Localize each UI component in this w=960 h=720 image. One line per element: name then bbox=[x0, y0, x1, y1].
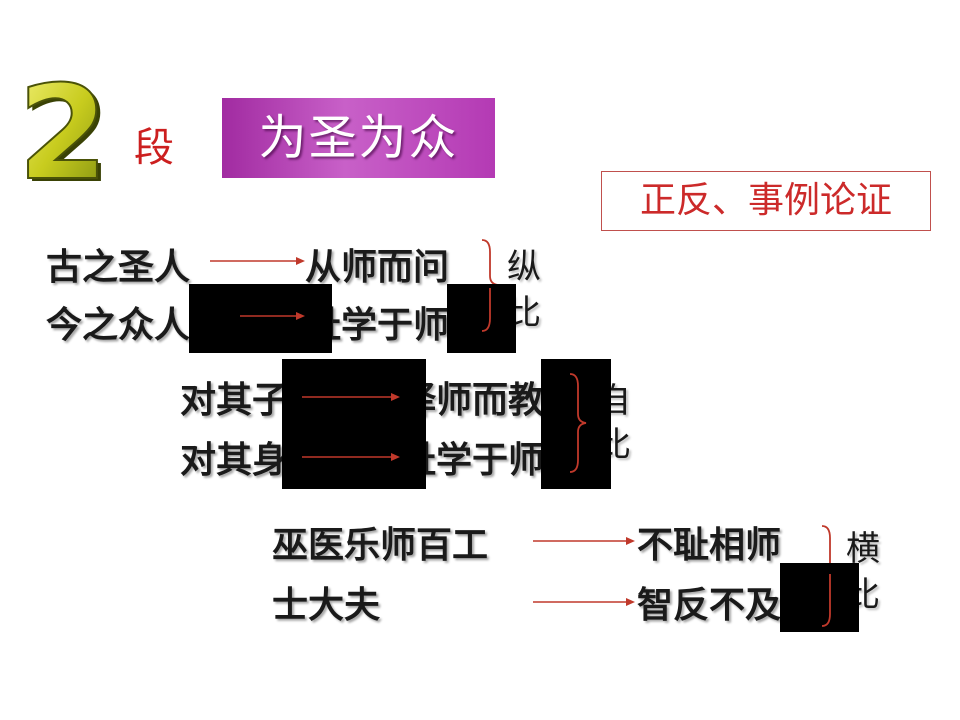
redaction-block bbox=[780, 563, 859, 632]
section-number-graphic: 2 2 bbox=[18, 70, 108, 188]
group3-row2-left: 士大夫 bbox=[272, 585, 381, 626]
group1-label-top: 纵 bbox=[507, 247, 541, 287]
section-number: 2 bbox=[18, 70, 108, 188]
section-title: 为圣为众 bbox=[222, 98, 495, 178]
redaction-block bbox=[189, 284, 332, 353]
redaction-block bbox=[447, 284, 516, 353]
section-suffix: 段 bbox=[134, 125, 174, 171]
group3-row1-left: 巫医乐师百工 bbox=[272, 525, 489, 566]
group1-row2-left: 今之众人 bbox=[46, 305, 191, 346]
group2-row2-arrow-overlay bbox=[302, 453, 400, 461]
group2-row1-arrow-overlay bbox=[302, 393, 400, 401]
group2-row2-left: 对其身 bbox=[180, 440, 289, 481]
group1-brace-overlay bbox=[481, 288, 491, 332]
group2-row1-left: 对其子 bbox=[180, 380, 289, 421]
group3-row2-right: 智反不及 bbox=[637, 585, 782, 626]
group1-row1-right: 从师而问 bbox=[305, 247, 450, 288]
group3-row1-right: 不耻相师 bbox=[637, 525, 782, 566]
method-box: 正反、事例论证 bbox=[601, 171, 931, 231]
group2-brace-overlay bbox=[569, 373, 587, 473]
group3-label-top: 横 bbox=[846, 529, 880, 569]
redaction-block bbox=[282, 359, 426, 489]
section-number-shadow: 2 bbox=[22, 70, 108, 188]
group1-row1-arrow bbox=[210, 257, 305, 265]
group1-row1-left: 古之圣人 bbox=[46, 247, 191, 288]
group1-row2-arrow-overlay bbox=[240, 312, 305, 320]
group3-row2-arrow bbox=[533, 598, 635, 606]
group3-row1-arrow bbox=[533, 537, 635, 545]
group3-brace-overlay bbox=[821, 574, 831, 627]
